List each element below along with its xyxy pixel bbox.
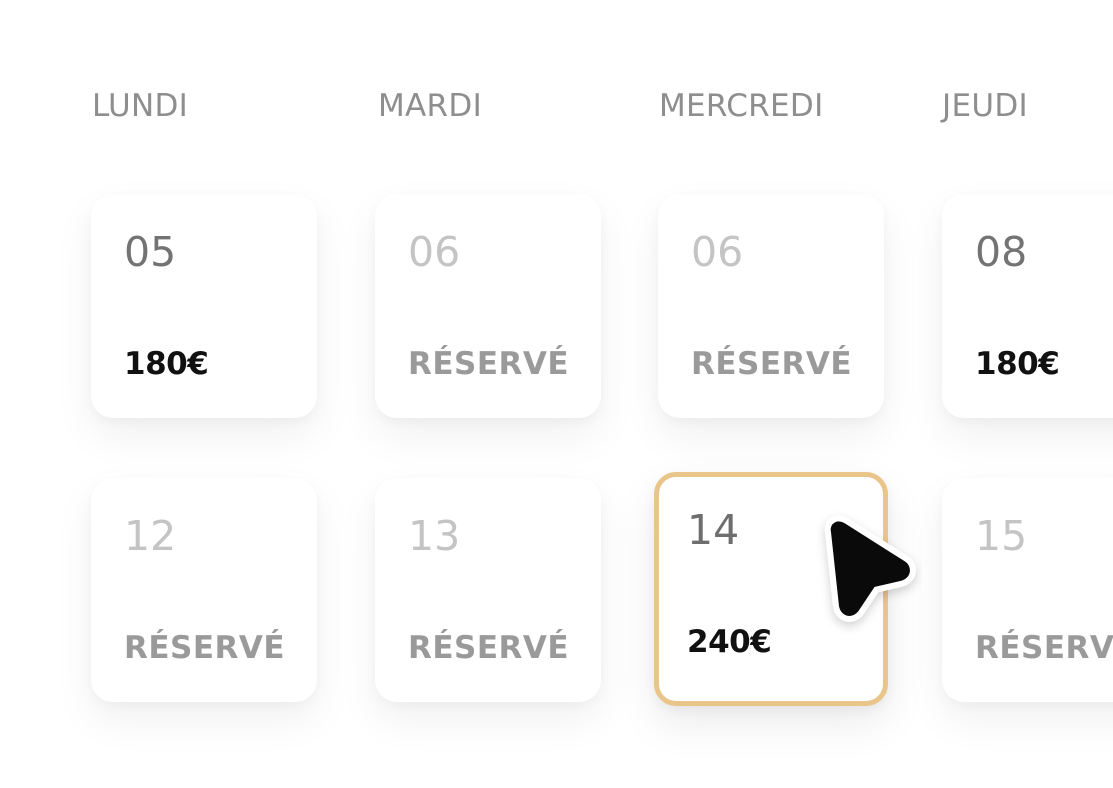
booked-label: RÉSERVÉ xyxy=(408,346,570,382)
date-card-12: 12 RÉSERVÉ xyxy=(91,478,317,702)
date-number: 08 xyxy=(975,228,1028,276)
date-number: 14 xyxy=(687,506,740,554)
booked-label: RÉSERVÉ xyxy=(408,630,570,666)
date-card-05[interactable]: 05 180€ xyxy=(91,194,317,418)
date-card-06-wednesday: 06 RÉSERVÉ xyxy=(658,194,884,418)
date-number: 13 xyxy=(408,512,461,560)
weekday-tuesday: MARDI xyxy=(378,88,483,124)
weekday-monday: LUNDI xyxy=(92,88,189,124)
mouse-pointer-icon xyxy=(824,515,916,622)
booked-label: RÉSERVÉ xyxy=(975,630,1113,666)
date-price: 180€ xyxy=(975,346,1060,382)
date-number: 06 xyxy=(691,228,744,276)
date-card-08[interactable]: 08 180€ xyxy=(942,194,1113,418)
date-price: 240€ xyxy=(687,624,772,660)
booked-label: RÉSERVÉ xyxy=(691,346,853,382)
weekday-wednesday: MERCREDI xyxy=(659,88,824,124)
date-card-15: 15 RÉSERVÉ xyxy=(942,478,1113,702)
date-price: 180€ xyxy=(124,346,209,382)
date-card-06-tuesday: 06 RÉSERVÉ xyxy=(375,194,601,418)
date-card-13: 13 RÉSERVÉ xyxy=(375,478,601,702)
date-number: 15 xyxy=(975,512,1028,560)
weekday-thursday: JEUDI xyxy=(942,88,1028,124)
date-number: 12 xyxy=(124,512,177,560)
date-number: 05 xyxy=(124,228,177,276)
date-number: 06 xyxy=(408,228,461,276)
booked-label: RÉSERVÉ xyxy=(124,630,286,666)
